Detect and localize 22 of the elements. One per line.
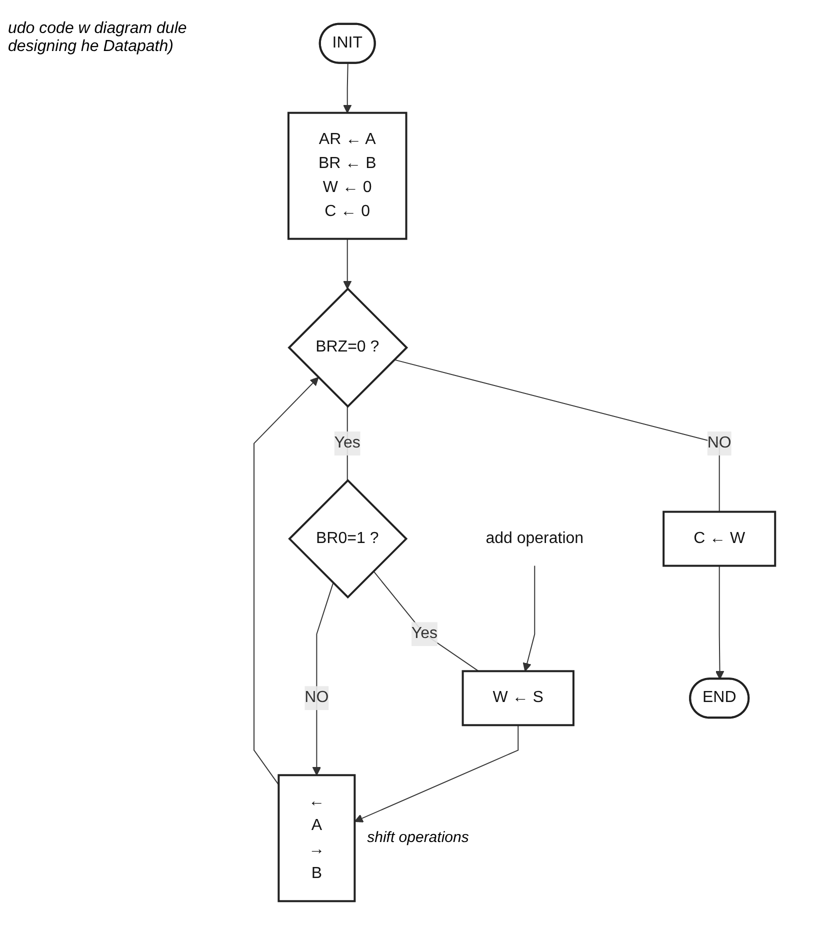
edge-label: NO [305,689,330,706]
arrow [343,62,352,114]
node-box: ← A → B [278,774,356,902]
edge-label: NO [708,434,732,452]
side-note: shift operations [367,829,469,846]
arrow [716,565,725,680]
node-box: AR ← A BR ← B W ← 0 C ← 0 [288,112,408,240]
arrow [354,724,520,822]
connector [394,359,720,512]
node-text: add operation [486,530,584,547]
connector [373,570,480,672]
node-diamond: BRZ=0 ? [288,287,408,408]
arrow [343,238,352,290]
edge-label: Yes [334,434,361,452]
arrow [254,377,320,786]
node-box: W ← S [462,670,575,726]
edge-label: Yes [412,625,438,642]
note-text: udo code w diagram dule designing he Datapath) [8,20,188,56]
arrow [523,565,536,672]
node-box: C ← W [663,510,777,567]
arrow [312,582,334,776]
node-diamond: BR0=1 ? [288,479,408,599]
